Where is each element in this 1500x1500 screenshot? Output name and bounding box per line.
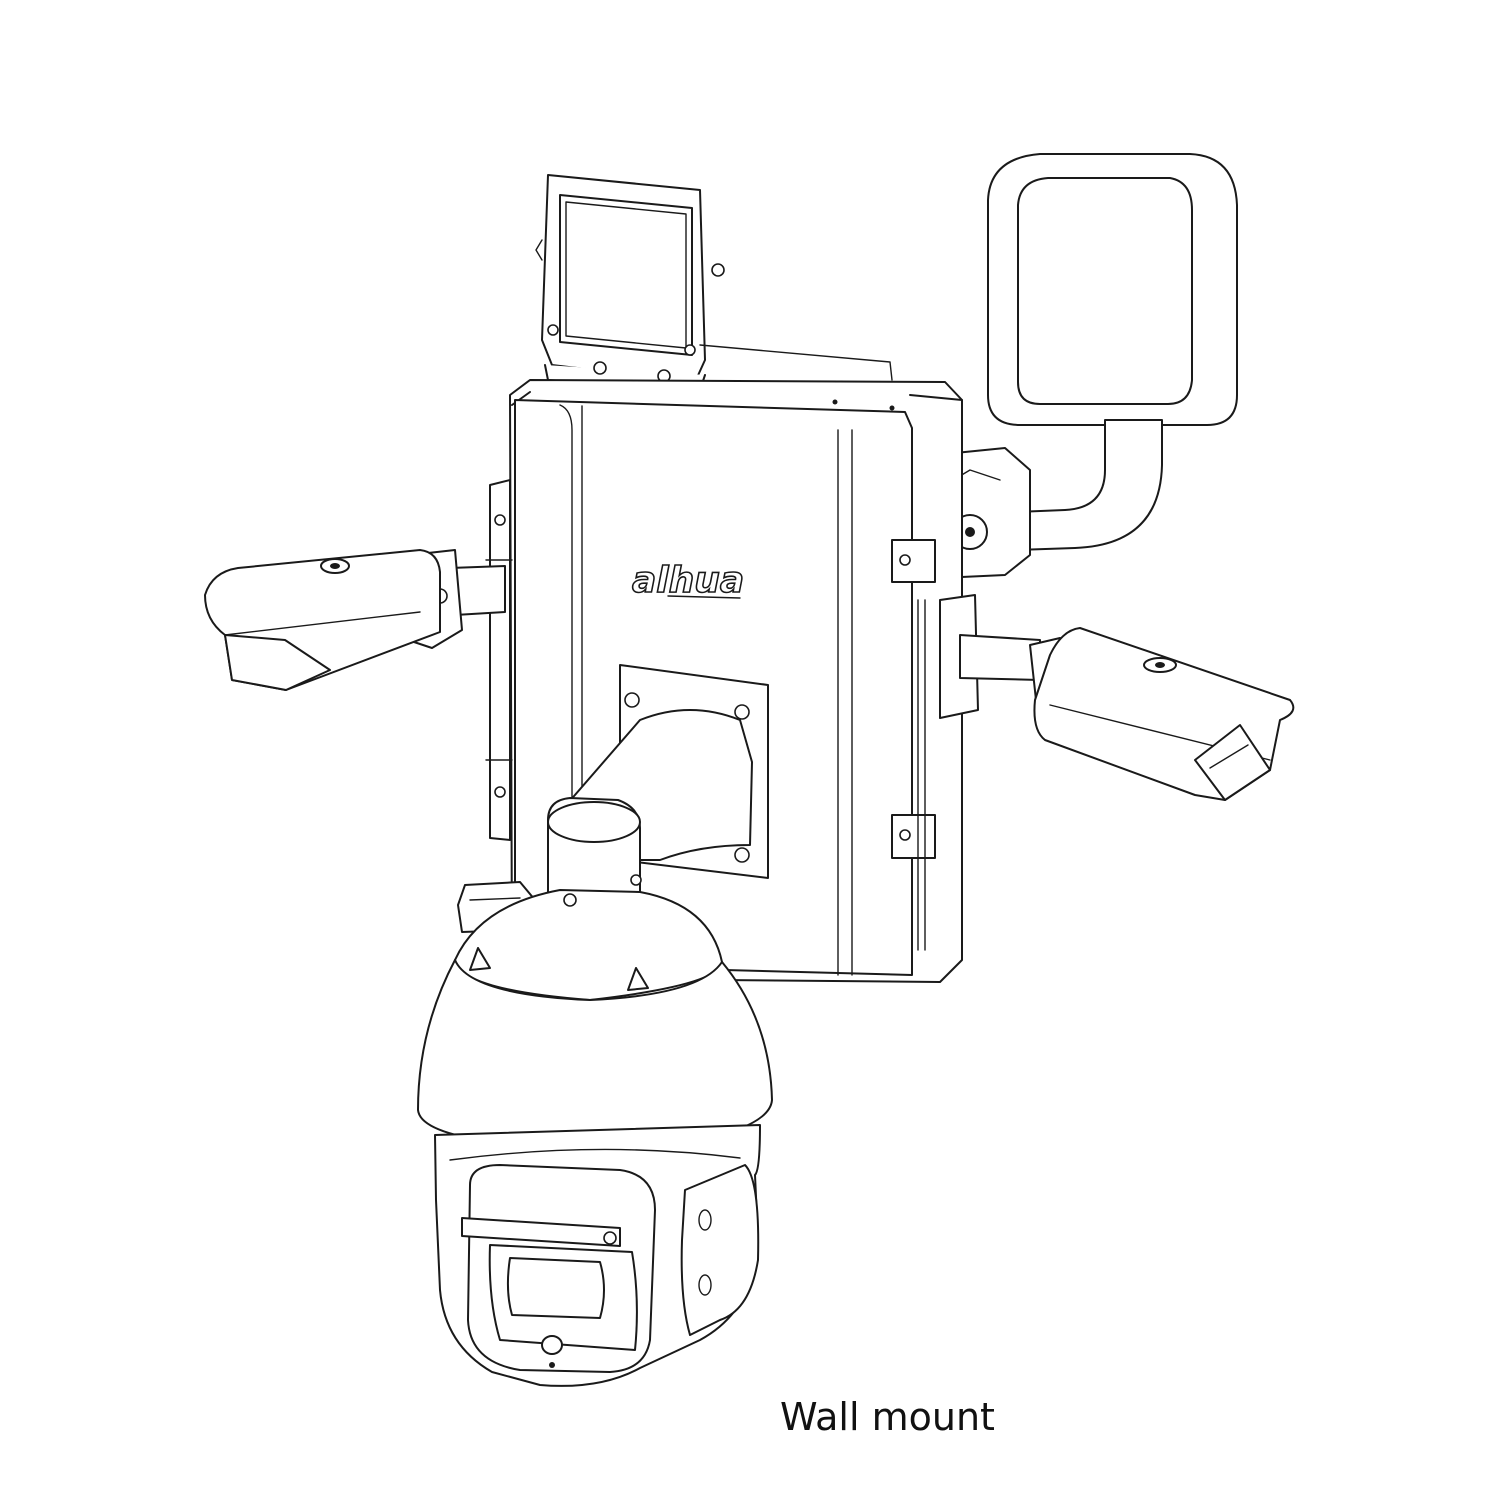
ptz-dome-camera (417, 874, 773, 1387)
figure-caption: Wall mount (780, 1395, 995, 1439)
bullet-camera-left (204, 549, 506, 691)
wall-bracket (547, 664, 769, 896)
illuminator-top (535, 174, 893, 391)
bullet-camera-right (939, 594, 1295, 801)
brand-logo: alhua (632, 560, 744, 601)
radar-antenna (927, 153, 1238, 579)
